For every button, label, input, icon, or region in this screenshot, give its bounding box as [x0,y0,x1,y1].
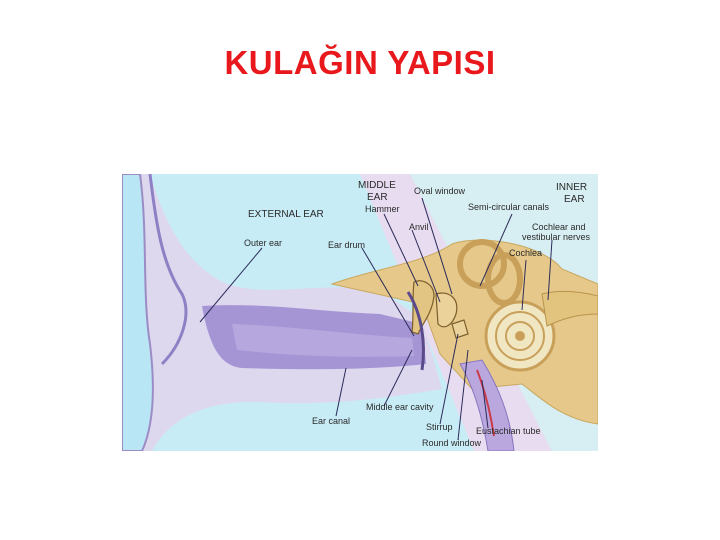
label-anvil: Anvil [409,222,429,232]
label-inner-ear-1: INNER [556,182,587,193]
label-external-ear: EXTERNAL EAR [248,209,324,220]
label-ear-drum: Ear drum [328,240,365,250]
label-round-window: Round window [422,438,482,448]
label-oval-window: Oval window [414,186,466,196]
label-stirrup: Stirrup [426,422,453,432]
label-hammer: Hammer [365,204,400,214]
ear-anatomy-diagram: MIDDLE EAR Hammer Oval window INNER EAR … [122,174,598,451]
slide-title: KULAĞIN YAPISI [0,44,720,82]
label-ear-canal: Ear canal [312,416,350,426]
label-middle-ear-1: MIDDLE [358,180,396,191]
label-eustachian-tube: Eustachian tube [476,426,541,436]
label-cochlear-nerves-1: Cochlear and [532,222,586,232]
label-outer-ear: Outer ear [244,238,282,248]
cochlea-shape [486,302,554,370]
label-semicircular-canals: Semi-circular canals [468,202,550,212]
label-middle-ear-2: EAR [367,192,388,203]
label-inner-ear-2: EAR [564,194,585,205]
label-cochlear-nerves-2: vestibular nerves [522,232,591,242]
label-cochlea: Cochlea [509,248,542,258]
label-middle-ear-cavity: Middle ear cavity [366,402,434,412]
